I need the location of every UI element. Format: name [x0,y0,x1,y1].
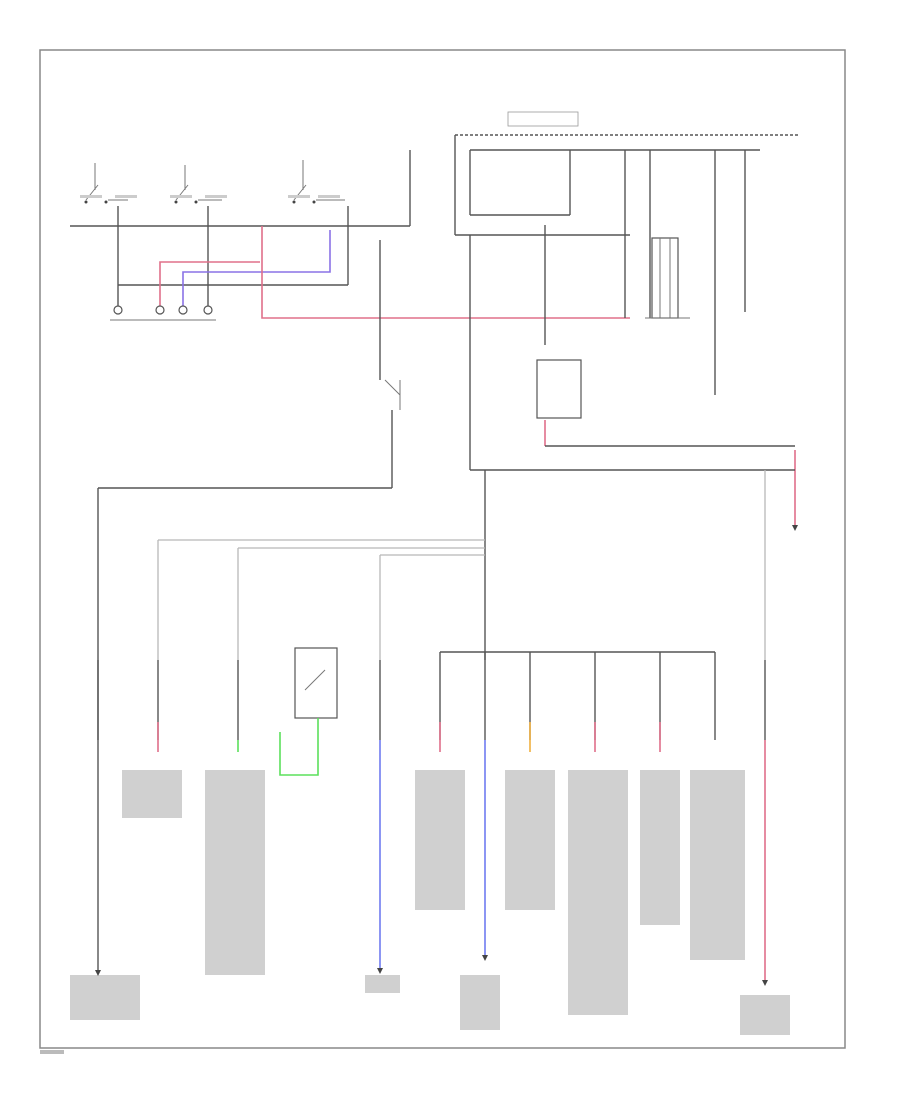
relay-block [651,237,679,319]
battery-label [507,111,579,127]
battery-fuse-block [409,111,800,525]
label-block-6 [640,770,680,925]
feed-wires [157,722,766,980]
label-block-5 [568,770,628,1015]
main-junction [157,469,795,660]
label-block-3 [415,770,465,910]
switch-label-2 [115,195,137,198]
label-block-10 [460,975,500,1030]
switch-label-5 [288,195,310,198]
label-block-8 [70,975,140,1020]
label-block-9 [365,975,400,993]
label-block-11 [740,995,790,1035]
footer-code [40,1050,64,1054]
label-block-4 [505,770,555,910]
ignition-switch-contacts [84,160,345,204]
fuse-module [536,359,582,419]
ignition-switch-group [70,160,630,321]
switch-label-3 [170,195,192,198]
diagram-frame [39,49,846,1049]
switch-label-4 [205,195,227,198]
label-block-7 [690,770,745,960]
switch-label-6 [318,195,340,198]
ignition-connector-pins [110,305,216,321]
terminal-arrows [95,525,798,986]
relay-switch-box [294,647,338,719]
fuse-row [97,647,766,776]
switch-label-1 [80,195,102,198]
label-block-2 [205,770,265,975]
label-block-1 [122,770,182,818]
component-label-blocks [70,770,790,1035]
